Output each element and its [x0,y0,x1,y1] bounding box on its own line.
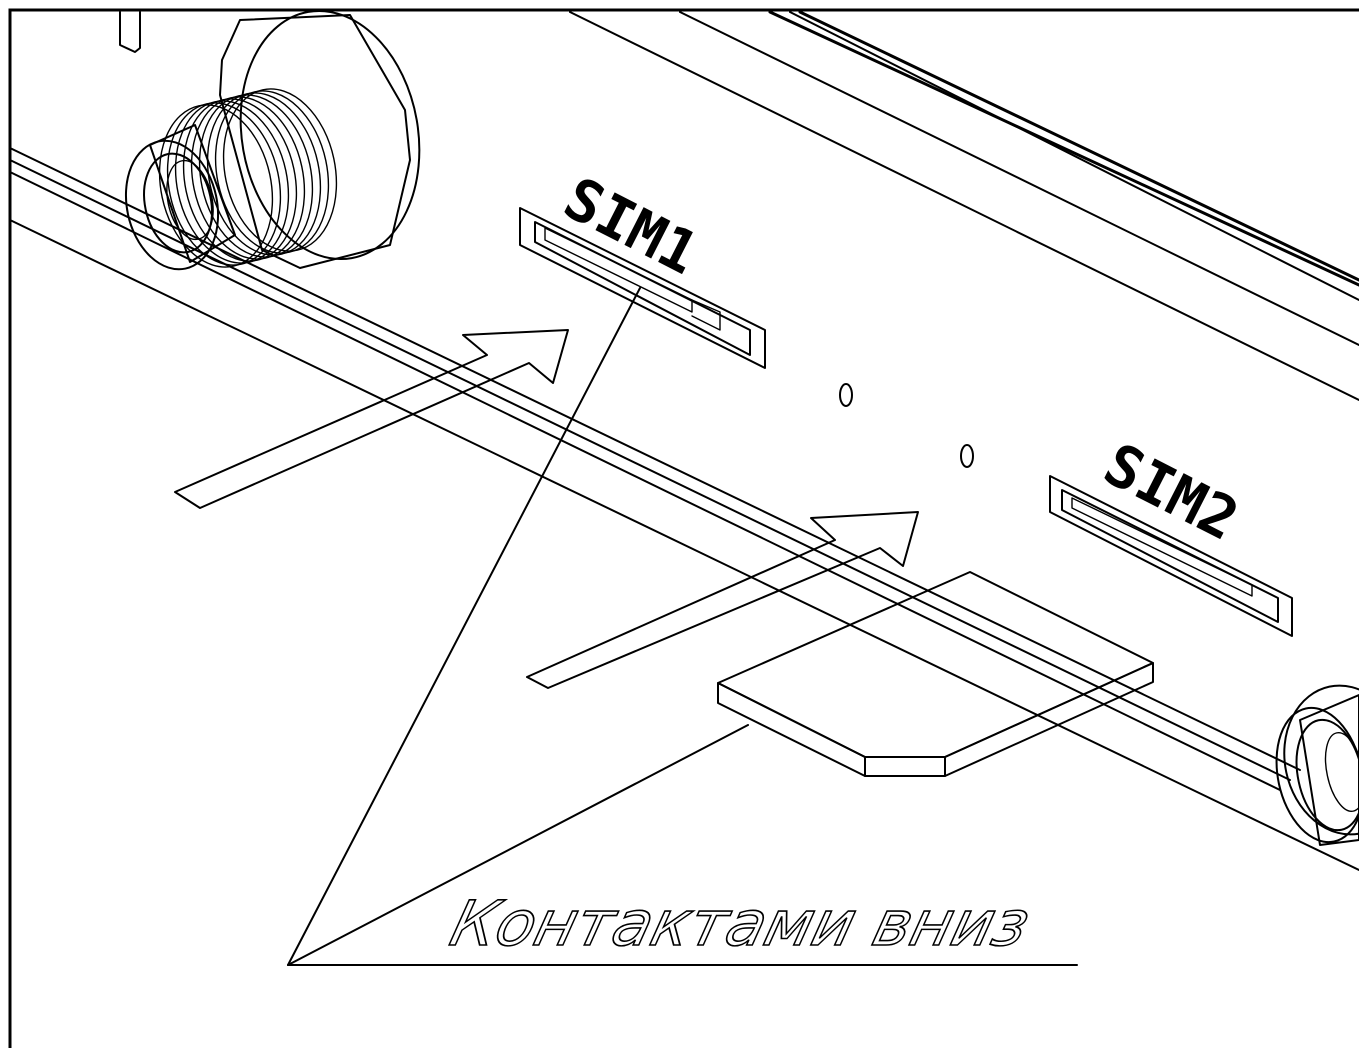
sim2-slot [1049,475,1293,637]
sim-card [717,571,1154,777]
led-indicator-1 [839,383,853,407]
arrow-sim1 [174,329,569,509]
note-label: Контактами вниз [444,888,1037,960]
callout-leaders [287,287,1078,966]
sim1-slot [519,207,766,369]
frame-border [8,8,1359,1048]
antenna-connector-right [1275,684,1359,846]
device-body [9,10,1359,871]
sim2-label: SIM2 [1094,430,1249,554]
antenna-connector-left [124,9,421,271]
led-indicator-2 [960,444,974,468]
arrow-sim2 [526,511,919,689]
